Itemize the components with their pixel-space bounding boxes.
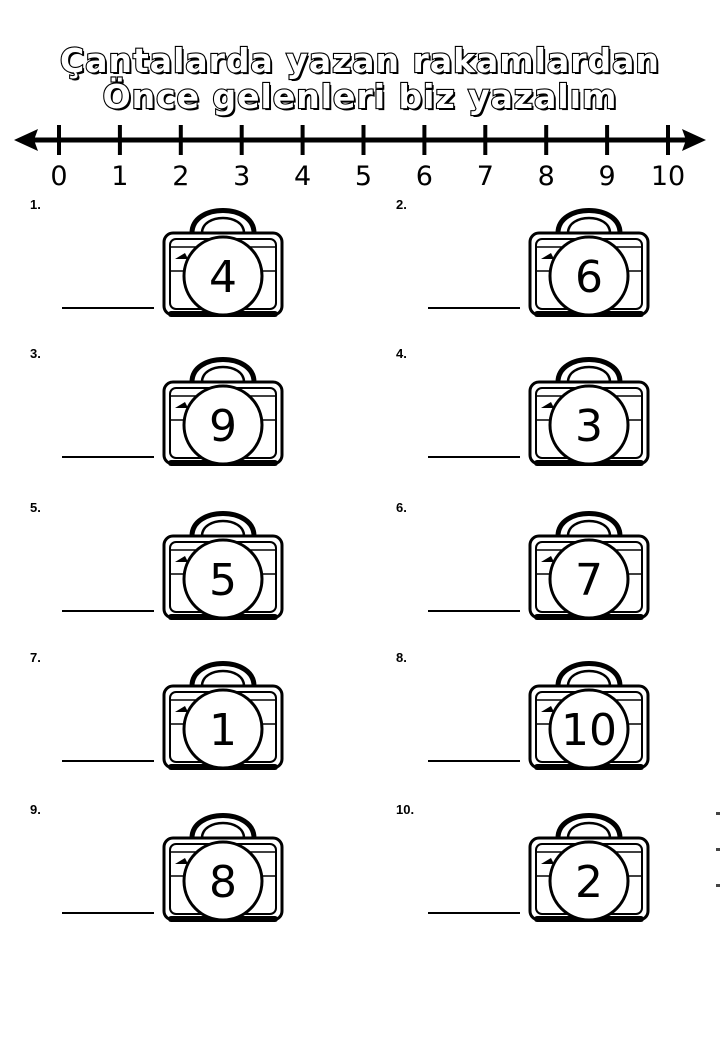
bag-icon: 10 <box>528 661 650 770</box>
number-line: 0 1 2 3 4 5 6 7 8 9 10 <box>14 125 706 190</box>
bag-icon: 2 <box>528 813 650 922</box>
answer-blank[interactable] <box>62 456 154 458</box>
bag-number: 7 <box>575 555 603 606</box>
bag-number: 8 <box>209 857 237 908</box>
number-line-label: 8 <box>538 161 555 190</box>
worksheet-title-line-2: Önce gelenleri biz yazalım <box>101 77 618 116</box>
answer-blank[interactable] <box>62 307 154 309</box>
bag-number: 2 <box>575 857 603 908</box>
item-number: 6. <box>396 500 407 515</box>
item-number: 7. <box>30 650 41 665</box>
exercise-item: 1.4 <box>0 197 360 352</box>
bag-icon: 7 <box>528 511 650 620</box>
item-number: 10. <box>396 802 415 817</box>
bag-icon: 5 <box>162 511 284 620</box>
arrow-right-icon <box>682 129 706 151</box>
bag-icon: 9 <box>162 357 284 466</box>
item-number: 1. <box>30 197 41 212</box>
exercise-item: 2.6 <box>366 197 720 352</box>
worksheet-title-line-1: Çantalarda yazan rakamlardan <box>59 41 660 80</box>
answer-blank[interactable] <box>428 610 520 612</box>
exercise-item: 9.8 <box>0 802 360 957</box>
number-line-label: 5 <box>355 161 372 190</box>
answer-blank[interactable] <box>428 760 520 762</box>
edge-mark <box>716 848 720 851</box>
answer-blank[interactable] <box>62 760 154 762</box>
answer-blank[interactable] <box>428 456 520 458</box>
number-line-label: 10 <box>651 161 685 190</box>
item-number: 4. <box>396 346 407 361</box>
number-line-label: 2 <box>172 161 189 190</box>
number-line-label: 4 <box>294 161 311 190</box>
bag-number: 3 <box>575 401 603 452</box>
exercise-item: 8.10 <box>366 650 720 805</box>
bag-icon: 8 <box>162 813 284 922</box>
answer-blank[interactable] <box>62 912 154 914</box>
edge-mark <box>716 884 720 887</box>
item-number: 3. <box>30 346 41 361</box>
exercise-item: 4.3 <box>366 346 720 501</box>
bag-number: 9 <box>209 401 237 452</box>
exercise-item: 10.2 <box>366 802 720 957</box>
item-number: 5. <box>30 500 41 515</box>
answer-blank[interactable] <box>428 912 520 914</box>
answer-blank[interactable] <box>62 610 154 612</box>
exercise-item: 7.1 <box>0 650 360 805</box>
number-line-label: 3 <box>233 161 250 190</box>
exercise-item: 6.7 <box>366 500 720 655</box>
bag-icon: 1 <box>162 661 284 770</box>
bag-number: 5 <box>209 555 237 606</box>
bag-number: 10 <box>561 705 617 756</box>
bag-number: 4 <box>209 252 237 303</box>
number-line-label: 7 <box>477 161 494 190</box>
item-number: 9. <box>30 802 41 817</box>
number-line-label: 1 <box>111 161 128 190</box>
bag-number: 6 <box>575 252 603 303</box>
item-number: 8. <box>396 650 407 665</box>
bag-icon: 4 <box>162 208 284 317</box>
edge-mark <box>716 812 720 815</box>
number-line-label: 9 <box>599 161 616 190</box>
bag-number: 1 <box>209 705 237 756</box>
item-number: 2. <box>396 197 407 212</box>
bag-icon: 3 <box>528 357 650 466</box>
answer-blank[interactable] <box>428 307 520 309</box>
bag-icon: 6 <box>528 208 650 317</box>
number-line-label: 6 <box>416 161 433 190</box>
number-line-label: 0 <box>50 161 67 190</box>
exercise-item: 5.5 <box>0 500 360 655</box>
arrow-left-icon <box>14 129 38 151</box>
exercise-item: 3.9 <box>0 346 360 501</box>
